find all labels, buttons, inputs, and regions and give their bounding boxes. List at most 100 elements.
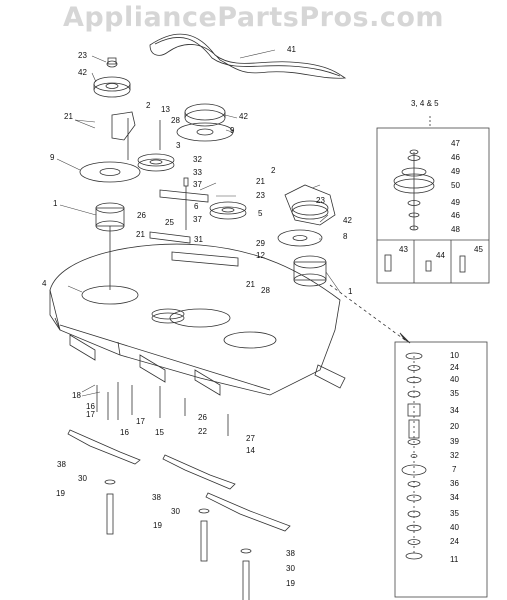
callout-42: 42 bbox=[78, 68, 87, 77]
callout-25: 25 bbox=[165, 218, 174, 227]
callout-23: 23 bbox=[316, 196, 325, 205]
callout-21: 21 bbox=[64, 112, 73, 121]
stack-callout-34: 34 bbox=[450, 406, 459, 415]
inset-callout-43: 43 bbox=[399, 245, 408, 254]
callout-19: 19 bbox=[56, 489, 65, 498]
stack-callout-11: 11 bbox=[450, 555, 459, 564]
deck-bolts bbox=[96, 382, 229, 436]
callout-1: 1 bbox=[53, 199, 58, 208]
callout-13: 13 bbox=[161, 105, 170, 114]
callout-19: 19 bbox=[153, 521, 162, 530]
callout-23: 23 bbox=[78, 51, 87, 60]
callout-38: 38 bbox=[286, 549, 295, 558]
callout-28: 28 bbox=[261, 286, 270, 295]
callout-17: 17 bbox=[86, 410, 95, 419]
callout-31: 31 bbox=[194, 235, 203, 244]
callout-26: 26 bbox=[137, 211, 146, 220]
callout-2: 2 bbox=[146, 101, 151, 110]
watermark: AppliancePartsPros.com bbox=[62, 2, 445, 33]
callout-41: 41 bbox=[287, 45, 296, 54]
idler-pulley-top bbox=[93, 57, 131, 98]
right-spindle bbox=[293, 255, 327, 287]
callout-29: 29 bbox=[256, 239, 265, 248]
blade-bolts bbox=[104, 479, 252, 600]
stack-callout-32: 32 bbox=[450, 451, 459, 460]
callout-38: 38 bbox=[152, 493, 161, 502]
callout-42: 42 bbox=[343, 216, 352, 225]
blades bbox=[67, 429, 291, 532]
center-pulley bbox=[137, 120, 175, 172]
stack-callout-20: 20 bbox=[450, 422, 459, 431]
baffle-12 bbox=[171, 251, 239, 267]
stack-callout-35: 35 bbox=[450, 509, 459, 518]
callout-21: 21 bbox=[246, 280, 255, 289]
callout-9: 9 bbox=[50, 153, 55, 162]
callout-21: 21 bbox=[136, 230, 145, 239]
inset-callout-48: 48 bbox=[451, 225, 460, 234]
right-idler bbox=[277, 184, 336, 247]
callout-17: 17 bbox=[136, 417, 145, 426]
callout-18: 18 bbox=[72, 391, 81, 400]
callout-27: 27 bbox=[246, 434, 255, 443]
inset-callout-46: 46 bbox=[451, 211, 460, 220]
spindle-stack bbox=[394, 341, 488, 598]
drive-belt bbox=[149, 33, 347, 79]
callout-22: 22 bbox=[198, 427, 207, 436]
callout-26: 26 bbox=[198, 413, 207, 422]
inset-callout-45: 45 bbox=[474, 245, 483, 254]
callout-37: 37 bbox=[193, 215, 202, 224]
callout-16: 16 bbox=[120, 428, 129, 437]
inset-callout-50: 50 bbox=[451, 181, 460, 190]
stack-callout-39: 39 bbox=[450, 437, 459, 446]
pulley-5 bbox=[209, 201, 247, 220]
inset-callout-49: 49 bbox=[451, 198, 460, 207]
inset-callout-46: 46 bbox=[451, 153, 460, 162]
center-linkage bbox=[149, 177, 209, 244]
callout-32: 32 bbox=[193, 155, 202, 164]
callout-37: 37 bbox=[193, 180, 202, 189]
callout-30: 30 bbox=[78, 474, 87, 483]
spindle-pulley-upper bbox=[176, 103, 234, 142]
mower-deck bbox=[49, 243, 346, 396]
callout-9: 9 bbox=[230, 126, 235, 135]
callout-30: 30 bbox=[171, 507, 180, 516]
inset-callout-44: 44 bbox=[436, 251, 445, 260]
inset-callout-49: 49 bbox=[451, 167, 460, 176]
stack-callout-40: 40 bbox=[450, 523, 459, 532]
stack-callout-7: 7 bbox=[452, 465, 457, 474]
stack-callout-36: 36 bbox=[450, 479, 459, 488]
callout-15: 15 bbox=[155, 428, 164, 437]
callout-19: 19 bbox=[286, 579, 295, 588]
callout-33: 33 bbox=[193, 168, 202, 177]
callout-42: 42 bbox=[239, 112, 248, 121]
callout-6: 6 bbox=[194, 202, 199, 211]
callout-16: 16 bbox=[86, 402, 95, 411]
stack-callout-10: 10 bbox=[450, 351, 459, 360]
idler-arm-left bbox=[111, 111, 136, 160]
stack-callout-24: 24 bbox=[450, 537, 459, 546]
callout-21: 21 bbox=[256, 177, 265, 186]
inset-callout-47: 47 bbox=[451, 139, 460, 148]
callout-8: 8 bbox=[343, 232, 348, 241]
left-spindle bbox=[79, 161, 141, 290]
callout-12: 12 bbox=[256, 251, 265, 260]
callout-38: 38 bbox=[57, 460, 66, 469]
stack-callout-34: 34 bbox=[450, 493, 459, 502]
callout-28: 28 bbox=[171, 116, 180, 125]
callout-14: 14 bbox=[246, 446, 255, 455]
callout-5: 5 bbox=[258, 209, 263, 218]
callout-4: 4 bbox=[42, 279, 47, 288]
stack-callout-40: 40 bbox=[450, 375, 459, 384]
callout-23: 23 bbox=[256, 191, 265, 200]
callout-2: 2 bbox=[271, 166, 276, 175]
leader-lines bbox=[56, 49, 341, 397]
stack-callout-24: 24 bbox=[450, 363, 459, 372]
inset-box bbox=[376, 127, 490, 284]
inset-header: 3, 4 & 5 bbox=[411, 99, 439, 108]
stack-callout-35: 35 bbox=[450, 389, 459, 398]
callout-30: 30 bbox=[286, 564, 295, 573]
callout-3: 3 bbox=[176, 141, 181, 150]
callout-1: 1 bbox=[348, 287, 353, 296]
